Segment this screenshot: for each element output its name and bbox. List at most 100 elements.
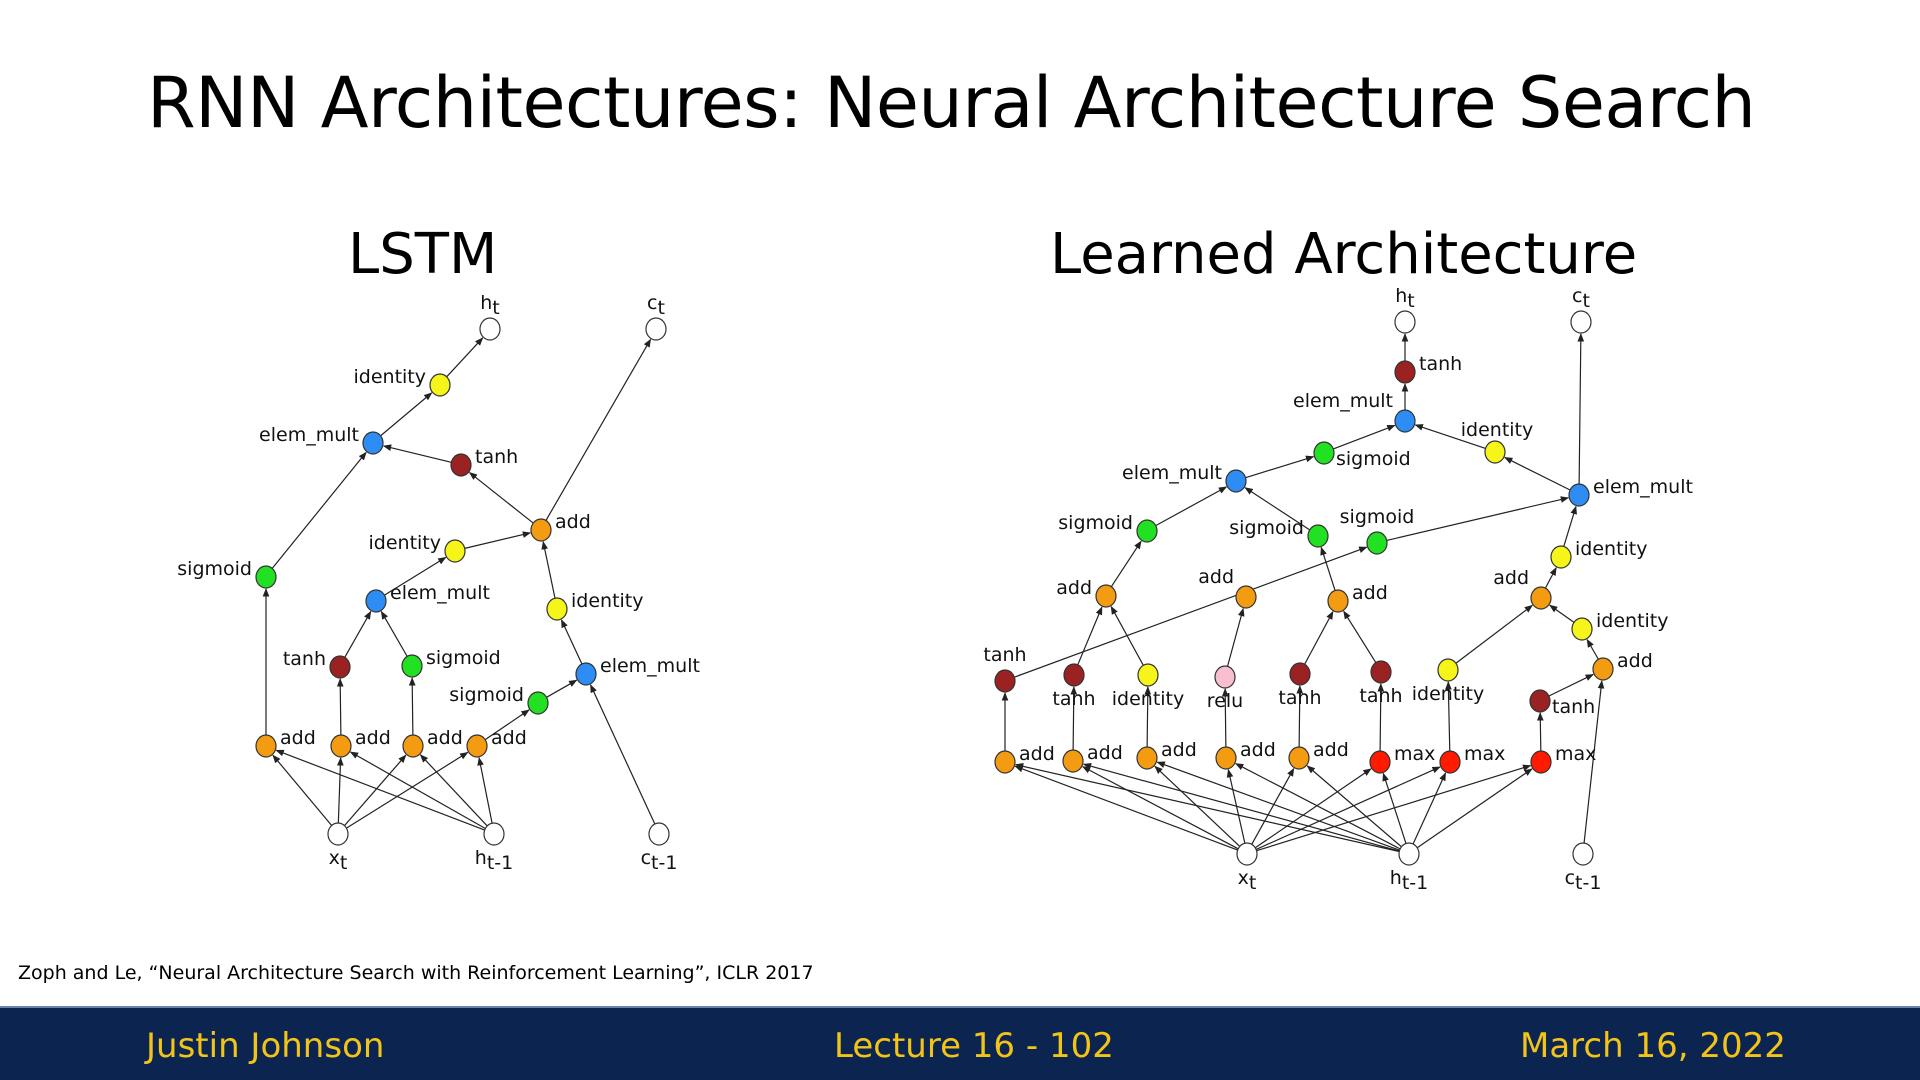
edge-xt-to-m3 xyxy=(1256,764,1532,852)
node-label-a2: add xyxy=(355,727,391,749)
node-label-tanhT: tanh xyxy=(1419,353,1462,375)
node-label-t5: tanh xyxy=(1552,696,1595,718)
node-sigmoid-sig3 xyxy=(527,691,549,715)
edge-xt-to-m2 xyxy=(1255,766,1441,851)
node-label-sigC: sigmoid xyxy=(1340,506,1415,528)
node-label-idA: identity xyxy=(1461,419,1534,441)
node-label-tanh1: tanh xyxy=(475,446,518,468)
node-tanh-t5 xyxy=(1529,689,1551,713)
node-identity-idC xyxy=(1571,617,1593,641)
node-label-sig1: sigmoid xyxy=(177,558,252,580)
edge-sigL1-to-emL xyxy=(1155,486,1228,527)
edge-ct1-to-em3 xyxy=(590,684,656,825)
edge-a3-to-sig2 xyxy=(408,677,416,736)
node-identity-i2 xyxy=(1137,663,1159,687)
node-label-addD: add xyxy=(1493,567,1529,589)
node-label-em2: elem_mult xyxy=(390,582,490,604)
edge-sigC-to-emR xyxy=(1386,496,1570,542)
node-add-a3 xyxy=(402,734,424,758)
edge-sigL2-to-emL xyxy=(1244,487,1311,531)
edge-em3-to-id3 xyxy=(560,619,583,665)
node-io-ht1 xyxy=(1398,842,1420,866)
node-add-addD xyxy=(1530,586,1552,610)
node-label-id2: identity xyxy=(369,532,442,554)
edge-add1-to-tanh1 xyxy=(468,472,534,524)
node-max-m3 xyxy=(1530,750,1552,774)
edge-em1-to-id1 xyxy=(380,392,433,437)
node-label-t4: tanh xyxy=(1359,685,1402,707)
node-identity-id3 xyxy=(546,597,568,621)
node-io-ct1 xyxy=(648,822,670,846)
node-label-addB: add xyxy=(1198,566,1234,588)
node-add-a4 xyxy=(466,734,488,758)
node-elem_mult-em3 xyxy=(575,662,597,686)
edge-r1-to-addB xyxy=(1226,607,1245,667)
edge-addE-to-idC xyxy=(1586,638,1599,660)
node-label-ct1: ct-1 xyxy=(1565,867,1602,894)
edge-tanh2-to-em2 xyxy=(344,610,372,658)
node-sigmoid-sig2 xyxy=(401,654,423,678)
edge-ht1-to-b3 xyxy=(1234,763,1401,850)
node-elem_mult-emT xyxy=(1394,409,1416,433)
edge-ht1-to-b4 xyxy=(1306,765,1402,848)
node-io-ct1 xyxy=(1572,842,1594,866)
edge-ct1-to-addE xyxy=(1583,680,1605,844)
edge-ht1-to-m3 xyxy=(1416,768,1533,849)
node-label-addA: add xyxy=(1056,577,1092,599)
node-sigmoid-sigL2 xyxy=(1307,524,1329,548)
edge-add1-to-ct xyxy=(545,338,652,521)
node-label-b0: add xyxy=(1019,743,1055,765)
node-label-em1: elem_mult xyxy=(259,424,359,446)
node-io-ht1 xyxy=(483,822,505,846)
node-label-ct: ct xyxy=(647,292,665,319)
node-sigmoid-sigA xyxy=(1313,441,1335,465)
node-label-b2: add xyxy=(1161,739,1197,761)
edge-ht1-to-a3 xyxy=(419,754,488,827)
slide-title: RNN Architectures: Neural Architecture S… xyxy=(147,62,1756,144)
edge-addD-to-idB xyxy=(1544,567,1557,589)
node-label-addC: add xyxy=(1352,582,1388,604)
node-label-r1: relu xyxy=(1207,690,1243,712)
node-label-id3: identity xyxy=(571,590,644,612)
node-label-sigL1: sigmoid xyxy=(1058,512,1133,534)
node-sigmoid-sigL1 xyxy=(1136,519,1158,543)
node-label-idB: identity xyxy=(1575,538,1648,560)
edge-ht1-to-m1 xyxy=(1382,772,1407,844)
edge-sig1-to-em1 xyxy=(271,451,367,569)
node-label-em3: elem_mult xyxy=(600,655,700,677)
node-label-xt: xt xyxy=(329,847,348,874)
node-label-m1: max xyxy=(1394,743,1435,765)
node-sigmoid-sigC xyxy=(1366,531,1388,555)
edge-addA-to-sigL1 xyxy=(1110,540,1142,588)
node-sigmoid-sig1 xyxy=(255,565,277,589)
edge-xt-to-a1 xyxy=(272,754,333,826)
node-label-emR: elem_mult xyxy=(1593,476,1693,498)
node-identity-idB xyxy=(1550,545,1572,569)
node-tanh-t4 xyxy=(1370,660,1392,684)
edge-ht1-to-b0 xyxy=(1014,763,1400,853)
edge-tanh0-to-sigC xyxy=(1014,546,1368,678)
footer-bar: Justin Johnson Lecture 16 - 102 March 16… xyxy=(0,1006,1920,1080)
node-label-add1: add xyxy=(555,511,591,533)
edge-xt-to-m1 xyxy=(1254,768,1372,849)
edge-i2-to-addA xyxy=(1110,605,1144,666)
edge-tanh1-to-em1 xyxy=(382,444,452,463)
edge-xt-to-b0 xyxy=(1014,765,1238,851)
edge-id2-to-add1 xyxy=(464,531,532,549)
edge-addC-to-sigL2 xyxy=(1320,546,1336,591)
node-label-t3: tanh xyxy=(1278,687,1321,709)
node-label-tanh2: tanh xyxy=(283,648,326,670)
node-label-a1: add xyxy=(280,727,316,749)
node-tanh-tanhT xyxy=(1394,360,1416,384)
edge-xt-to-b1 xyxy=(1081,766,1239,850)
lstm-title: LSTM xyxy=(348,222,498,287)
node-elem_mult-emL xyxy=(1225,469,1247,493)
edge-t5-to-addE xyxy=(1548,673,1594,697)
node-io-ht xyxy=(1394,310,1416,334)
node-add-addB xyxy=(1235,585,1257,609)
edge-emL-to-sigA xyxy=(1245,455,1315,479)
edge-ht1-to-a2 xyxy=(349,751,486,830)
edge-m3-to-t5 xyxy=(1536,712,1544,752)
node-label-m3: max xyxy=(1555,743,1596,765)
